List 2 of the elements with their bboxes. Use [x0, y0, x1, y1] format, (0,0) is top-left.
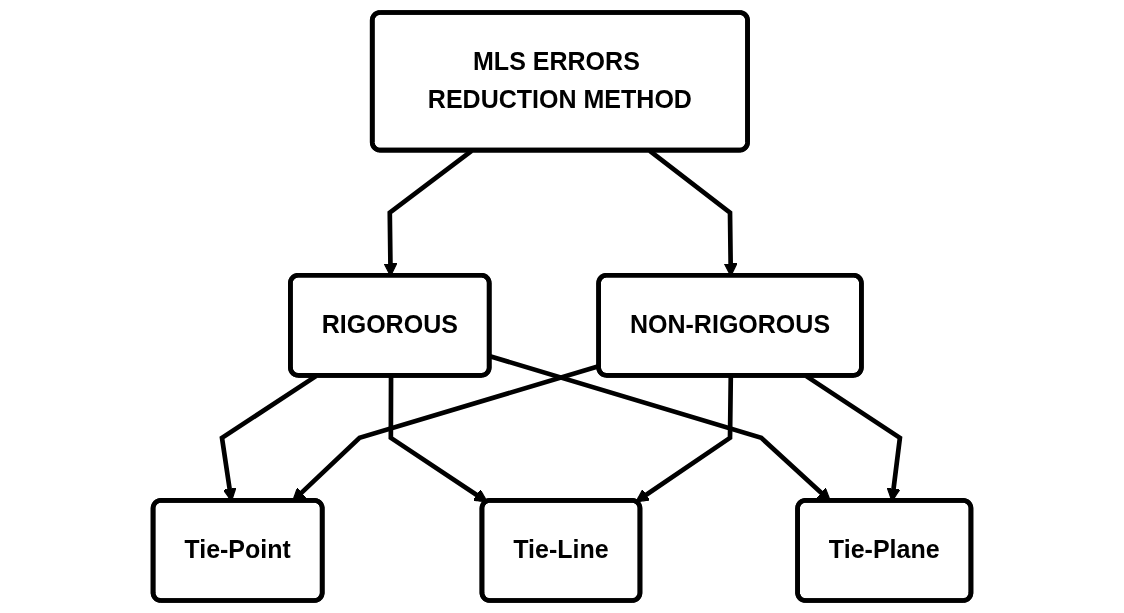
arrow: [388, 376, 488, 503]
arrow: [635, 376, 734, 503]
